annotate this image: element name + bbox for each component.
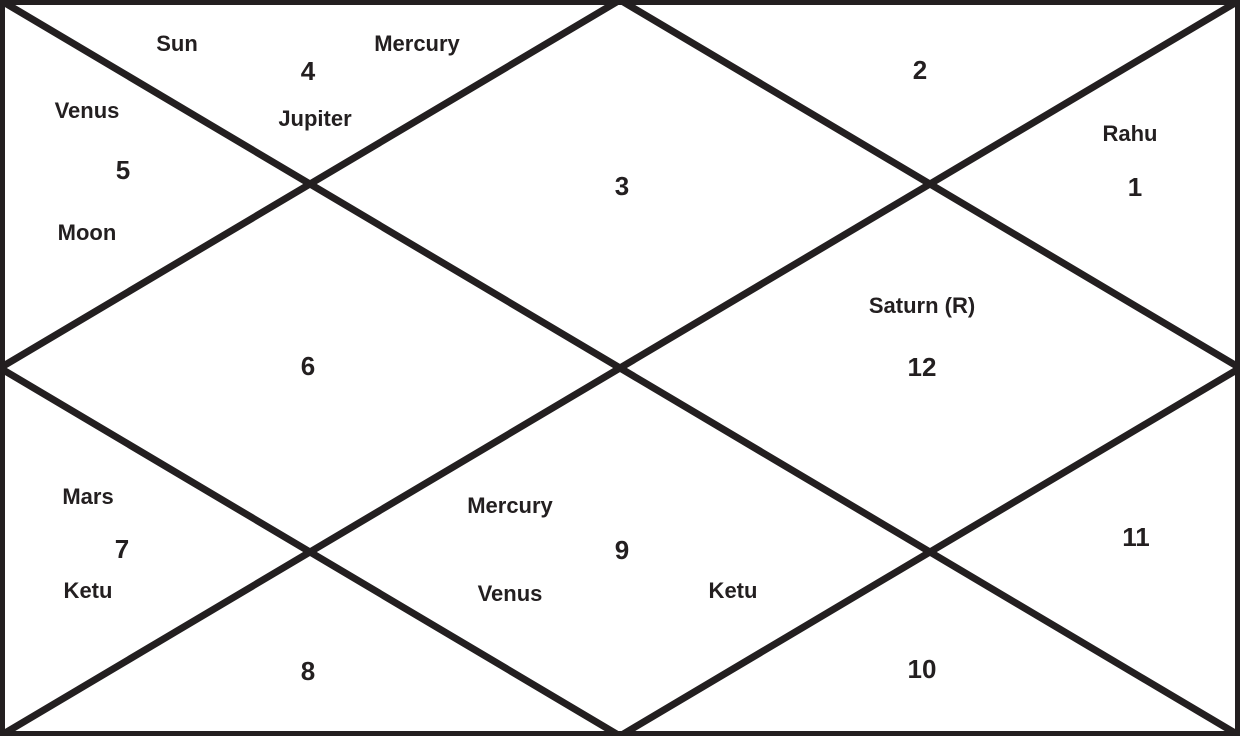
house-11-number: 11	[1122, 522, 1150, 552]
house-12-number: 12	[907, 352, 937, 382]
house-7-planet-mars: Mars	[62, 484, 114, 509]
house-4-number: 4	[300, 56, 316, 86]
house-4-planet-jupiter: Jupiter	[278, 106, 352, 131]
house-5-planet-venus: Venus	[54, 98, 120, 123]
house-1-number: 1	[1127, 172, 1143, 202]
house-12-planet-saturn: Saturn (R)	[868, 293, 976, 318]
house-7-planet-ketu: Ketu	[63, 578, 113, 603]
house-5-planet-moon: Moon	[57, 220, 117, 245]
house-9-planet-mercury: Mercury	[467, 493, 553, 518]
house-9-planet-venus: Venus	[477, 581, 543, 606]
house-4-planet-mercury: Mercury	[374, 31, 460, 56]
house-9-planet-ketu: Ketu	[708, 578, 758, 603]
house-2-number: 2	[912, 55, 928, 85]
house-6-number: 6	[300, 351, 316, 381]
house-3-number: 3	[614, 171, 630, 201]
house-1-planet-rahu: Rahu	[1102, 121, 1158, 146]
house-7-number: 7	[114, 534, 130, 564]
house-4-planet-sun: Sun	[156, 31, 198, 56]
house-5-number: 5	[115, 155, 131, 185]
house-8-number: 8	[300, 656, 316, 686]
house-9-number: 9	[614, 535, 630, 565]
house-10-number: 10	[907, 654, 937, 684]
